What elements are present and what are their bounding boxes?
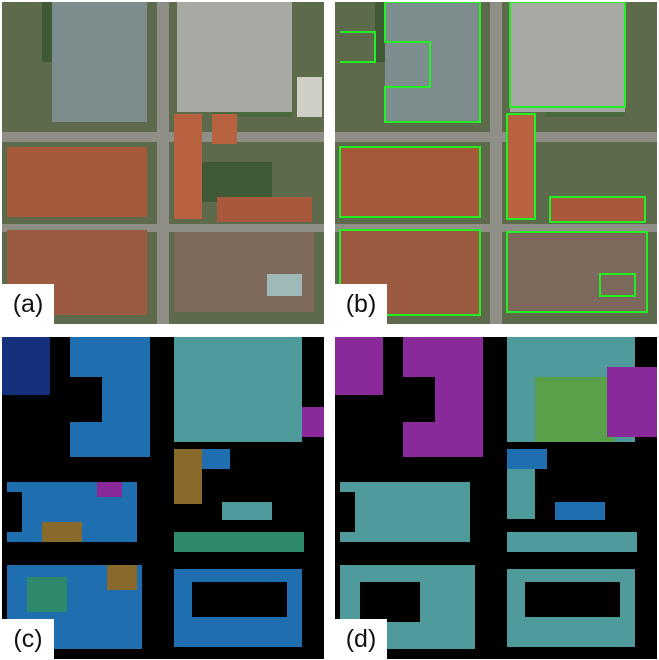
segmentation-mask-panel-d: (d) [335,337,657,659]
aerial-photo-outlined [335,2,657,324]
panel-label-d: (d) [335,619,387,659]
aerial-photo [2,2,324,324]
panel-label-b: (b) [335,284,387,324]
panel-label-a: (a) [2,284,54,324]
segmentation-mask-c [2,337,324,659]
aerial-image-panel: (a) [2,2,324,324]
building-outlines [339,2,648,316]
panel-label-c: (c) [2,619,54,659]
segmentation-mask-d [335,337,657,659]
segmentation-mask-panel-c: (c) [2,337,324,659]
outlined-aerial-image-panel: (b) [335,2,657,324]
